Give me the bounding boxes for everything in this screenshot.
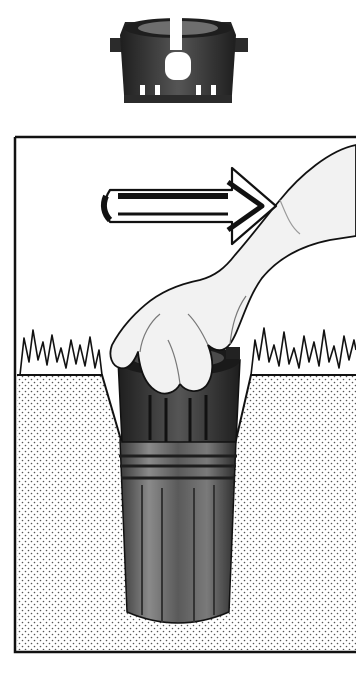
rotation-arrow-icon — [104, 168, 276, 244]
sprinkler-tool-cap-icon — [110, 10, 248, 103]
scene-frame — [15, 137, 356, 652]
